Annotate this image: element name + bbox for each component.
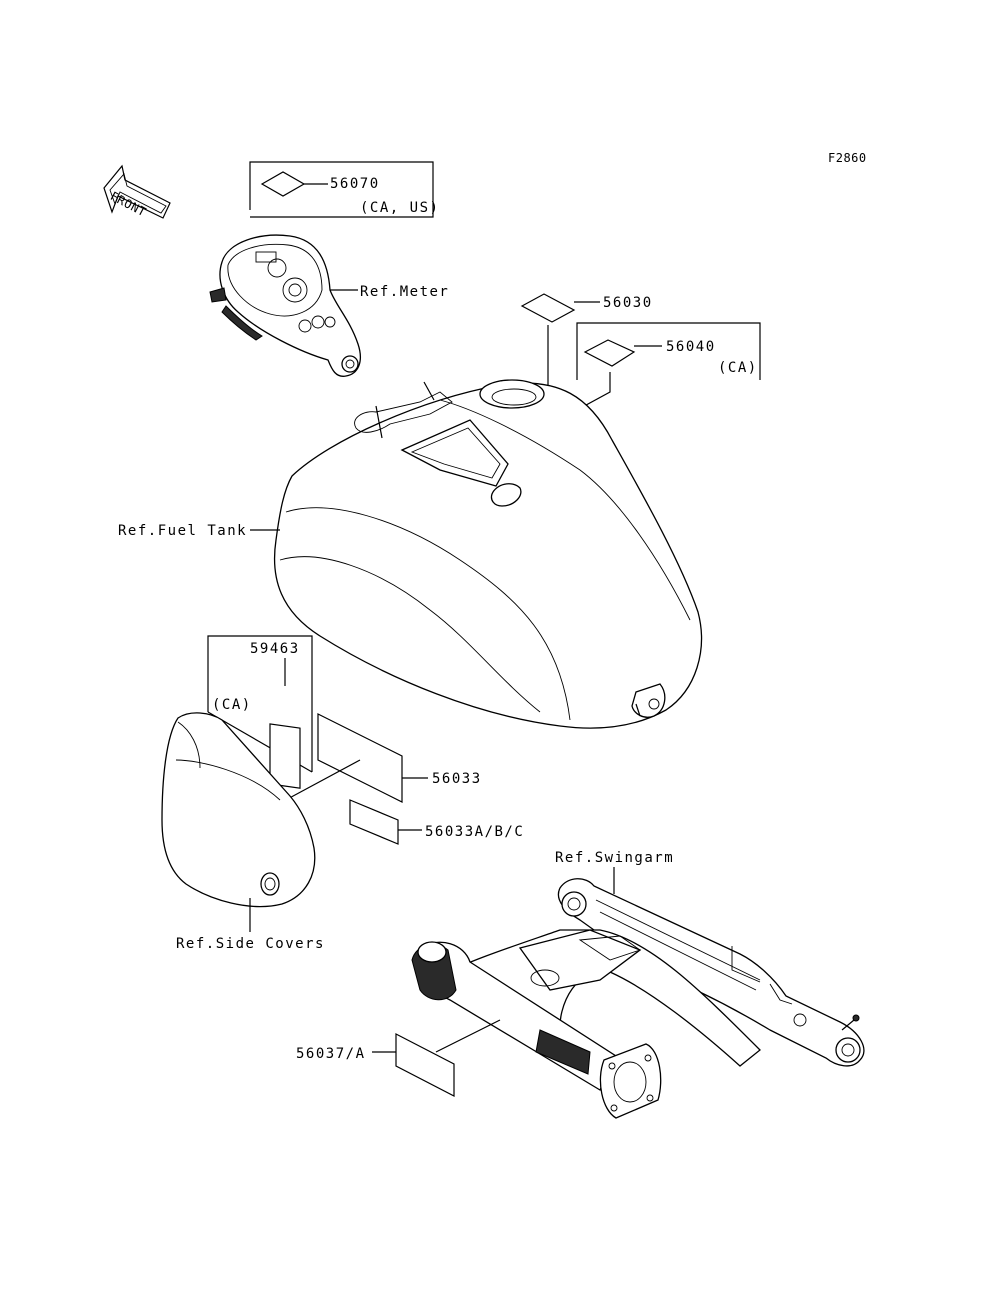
- callout-56037a: [372, 1019, 501, 1097]
- front-arrow-icon: [103, 164, 171, 219]
- meter-assembly: [209, 234, 361, 377]
- region-note-56070: (CA, US): [360, 200, 440, 216]
- decal-56030: [520, 293, 576, 323]
- decal-56033abc: [349, 799, 399, 845]
- decal-59463: [269, 723, 301, 789]
- decal-56037a: [395, 1033, 455, 1097]
- part-number-56033abc[interactable]: 56033A/B/C: [425, 824, 525, 840]
- figure-code: F2860: [828, 151, 867, 165]
- part-number-56037a[interactable]: 56037/A: [296, 1046, 366, 1062]
- swingarm: [411, 867, 865, 1119]
- callout-59463: [207, 635, 313, 789]
- part-number-56033[interactable]: 56033: [432, 771, 482, 787]
- callout-56040: [576, 322, 761, 450]
- region-note-56040: (CA): [718, 360, 758, 376]
- part-number-56040[interactable]: 56040: [666, 339, 716, 355]
- part-number-56070[interactable]: 56070: [330, 176, 380, 192]
- ref-side-covers-label[interactable]: Ref.Side Covers: [176, 936, 325, 952]
- ref-fuel-tank-label[interactable]: Ref.Fuel Tank: [118, 523, 248, 539]
- decal-56040: [583, 339, 636, 367]
- ref-swingarm-label[interactable]: Ref.Swingarm: [555, 850, 675, 866]
- decal-56033: [317, 713, 403, 803]
- callout-56033: [281, 713, 428, 803]
- callout-56070: [249, 161, 434, 218]
- ref-meter-label[interactable]: Ref.Meter: [360, 284, 450, 300]
- region-note-59463: (CA): [212, 697, 252, 713]
- fuel-tank: [250, 379, 703, 729]
- decal-56070: [260, 171, 306, 197]
- callout-56030: [520, 293, 600, 428]
- part-number-59463[interactable]: 59463: [250, 641, 300, 657]
- part-number-56030[interactable]: 56030: [603, 295, 653, 311]
- callout-56033abc: [349, 799, 422, 845]
- side-cover: [161, 712, 316, 932]
